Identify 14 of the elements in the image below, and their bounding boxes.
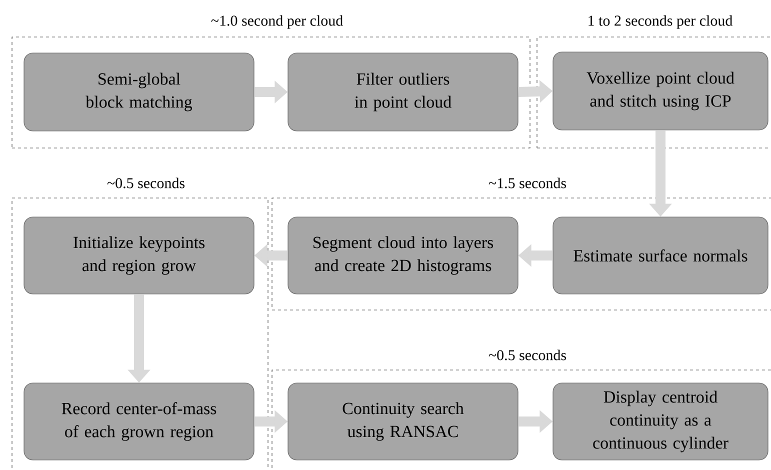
group-heading: ~0.5 seconds — [488, 350, 566, 360]
group-heading: ~1.5 seconds — [488, 178, 566, 188]
process-box: Display centroid continuity as a continuous cylinder — [552, 382, 768, 460]
process-box: Initialize keypoints and region grow — [24, 216, 254, 294]
process-box: Voxellize point cloud and stitch using ICP — [552, 52, 768, 130]
process-box: Filter outliers in point cloud — [288, 52, 518, 132]
process-box: Record center-of-mass of each grown region — [24, 382, 254, 460]
group-heading: 1 to 2 seconds per cloud — [588, 15, 732, 29]
process-box: Segment cloud into layers and create 2D histograms — [288, 216, 518, 294]
process-box: Semi-global block matching — [24, 52, 254, 132]
process-box: Continuity search using RANSAC — [288, 382, 518, 460]
process-box: Estimate surface normals — [552, 216, 768, 294]
group-heading: ~0.5 seconds — [107, 178, 184, 188]
group-heading: ~1.0 second per cloud — [211, 15, 343, 29]
